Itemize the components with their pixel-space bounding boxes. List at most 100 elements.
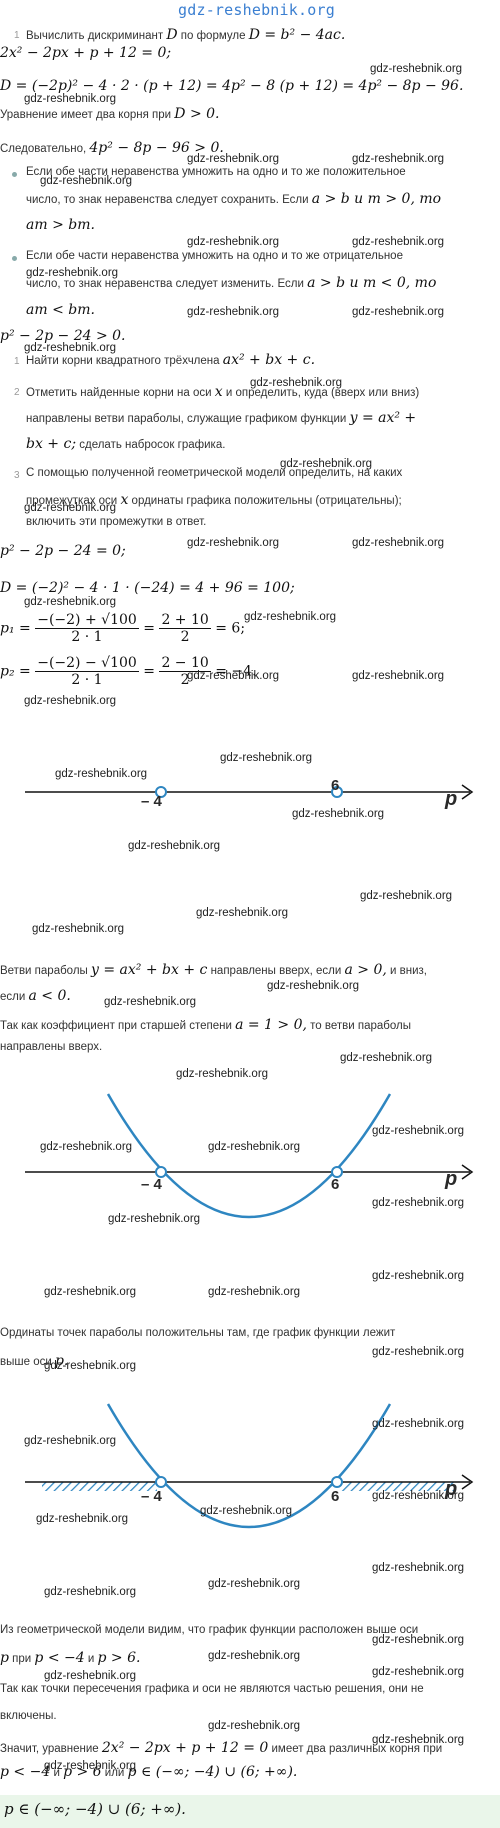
watermark: gdz-reshebnik.org [187, 537, 280, 549]
watermark: gdz-reshebnik.org [24, 342, 117, 354]
watermark: gdz-reshebnik.org [372, 1125, 465, 1137]
watermark: gdz-reshebnik.org [176, 1068, 269, 1080]
rule-1-line-1: Если обе части неравенства умножить на о… [26, 166, 406, 178]
final-answer: p ∈ (−∞; −4) ∪ (6; +∞). [4, 1800, 186, 1818]
axis-arrow-icon [461, 1474, 474, 1490]
watermark: gdz-reshebnik.org [26, 267, 119, 279]
watermark: gdz-reshebnik.org [370, 63, 463, 75]
root-label-right: 6 [331, 1176, 340, 1193]
bullet-icon [12, 256, 17, 261]
conclusion-line-1: Значит, уравнение 2x² − 2px + p + 12 = 0… [0, 1740, 443, 1756]
watermark: gdz-reshebnik.org [208, 1286, 301, 1298]
axis-label: p [445, 1168, 458, 1190]
coef-line-2: направлены вверх. [0, 1041, 103, 1053]
watermark: gdz-reshebnik.org [32, 923, 125, 935]
ordinates-line-1: Ординаты точек параболы положительны там… [0, 1327, 396, 1339]
watermark: gdz-reshebnik.org [352, 236, 445, 248]
parabola-curve [106, 1403, 392, 1529]
inequality-2: p² − 2p − 24 > 0. [0, 328, 126, 344]
root-label-left: – 4 [141, 1488, 162, 1505]
hatched-interval-right [341, 1482, 456, 1491]
watermark: gdz-reshebnik.org [352, 670, 445, 682]
watermark: gdz-reshebnik.org [187, 153, 280, 165]
points-line-1: Так как точки пересечения графика и оси … [0, 1683, 424, 1695]
watermark: gdz-reshebnik.org [372, 1562, 465, 1574]
watermark: gdz-reshebnik.org [208, 1141, 301, 1153]
root-label-right: 6 [331, 777, 340, 794]
watermark: gdz-reshebnik.org [280, 458, 373, 470]
watermark: gdz-reshebnik.org [360, 890, 453, 902]
step-3-line-3: включить эти промежутки в ответ. [26, 516, 207, 528]
rule-2-line-3: am < bm. [26, 302, 95, 318]
step-number: 1 [14, 30, 20, 41]
axis-arrow-icon [461, 1164, 474, 1180]
watermark: gdz-reshebnik.org [187, 236, 280, 248]
step-2-line-3: bx + c; сделать набросок графика. [26, 436, 226, 452]
equation-3: p² − 2p − 24 = 0; [0, 543, 126, 559]
watermark: gdz-reshebnik.org [24, 502, 117, 514]
root-label-left: – 4 [141, 1176, 162, 1193]
site-header[interactable]: gdz-reshebnik.org [178, 1, 335, 19]
watermark: gdz-reshebnik.org [44, 1760, 137, 1772]
branches-line-2: если a < 0. [0, 988, 71, 1004]
root-point-left [155, 1476, 167, 1488]
coef-line-1: Так как коэффициент при старшей степени … [0, 1017, 411, 1033]
watermark: gdz-reshebnik.org [36, 1513, 129, 1525]
watermark: gdz-reshebnik.org [24, 93, 117, 105]
watermark: gdz-reshebnik.org [44, 1286, 137, 1298]
branches-line-1: Ветви параболы y = ax² + bx + c направле… [0, 962, 428, 978]
watermark: gdz-reshebnik.org [244, 611, 337, 623]
step-number: 1 [14, 356, 20, 367]
two-roots-text: Уравнение имеет два корня при D > 0. [0, 106, 220, 122]
hatched-interval-left [42, 1482, 157, 1491]
step-text: Вычислить дискриминант D по формуле D = … [26, 27, 346, 43]
watermark: gdz-reshebnik.org [372, 1270, 465, 1282]
watermark: gdz-reshebnik.org [250, 377, 343, 389]
watermark: gdz-reshebnik.org [44, 1586, 137, 1598]
step-3-line-2: промежутках оси x ординаты графика полож… [26, 492, 402, 508]
watermark: gdz-reshebnik.org [104, 996, 197, 1008]
answer-box [0, 1795, 500, 1828]
geo-line-2: p при p < −4 и p > 6. [0, 1650, 141, 1666]
watermark: gdz-reshebnik.org [208, 1650, 301, 1662]
equation-4: D = (−2)² − 4 · 1 · (−24) = 4 + 96 = 100… [0, 580, 295, 596]
step-1-text: Найти корни квадратного трёхчлена ax² + … [26, 352, 316, 368]
watermark: gdz-reshebnik.org [44, 1670, 137, 1682]
watermark: gdz-reshebnik.org [352, 537, 445, 549]
watermark: gdz-reshebnik.org [40, 175, 133, 187]
root-label-left: – 4 [141, 793, 162, 810]
watermark: gdz-reshebnik.org [24, 596, 117, 608]
solution-graph [25, 1403, 474, 1529]
watermark: gdz-reshebnik.org [372, 1734, 465, 1746]
points-line-2: включены. [0, 1710, 57, 1722]
axis-label: p [445, 788, 458, 810]
watermark: gdz-reshebnik.org [44, 1360, 137, 1372]
watermark: gdz-reshebnik.org [340, 1052, 433, 1064]
watermark: gdz-reshebnik.org [267, 980, 360, 992]
root-point-right [331, 1476, 343, 1488]
watermark: gdz-reshebnik.org [352, 306, 445, 318]
rule-2-line-2: число, то знак неравенства следует измен… [26, 275, 437, 291]
geo-line-1: Из геометрической модели видим, что граф… [0, 1624, 419, 1636]
axis-label: p [445, 1478, 458, 1500]
equation-1: 2x² − 2px + p + 12 = 0; [0, 45, 172, 61]
watermark: gdz-reshebnik.org [187, 670, 280, 682]
root-point-right [331, 786, 343, 798]
watermark: gdz-reshebnik.org [40, 1141, 133, 1153]
watermark: gdz-reshebnik.org [372, 1418, 465, 1430]
watermark: gdz-reshebnik.org [372, 1346, 465, 1358]
rule-2-line-1: Если обе части неравенства умножить на о… [26, 250, 403, 262]
watermark: gdz-reshebnik.org [108, 1213, 201, 1225]
watermark: gdz-reshebnik.org [292, 808, 385, 820]
root-point-left [155, 786, 167, 798]
watermark: gdz-reshebnik.org [196, 907, 289, 919]
watermark: gdz-reshebnik.org [128, 840, 221, 852]
parabola-graph [25, 1093, 474, 1219]
axis-arrow-icon [461, 784, 474, 800]
watermark: gdz-reshebnik.org [352, 153, 445, 165]
watermark: gdz-reshebnik.org [372, 1490, 465, 1502]
step-number: 3 [14, 470, 20, 481]
step-number: 2 [14, 387, 20, 398]
